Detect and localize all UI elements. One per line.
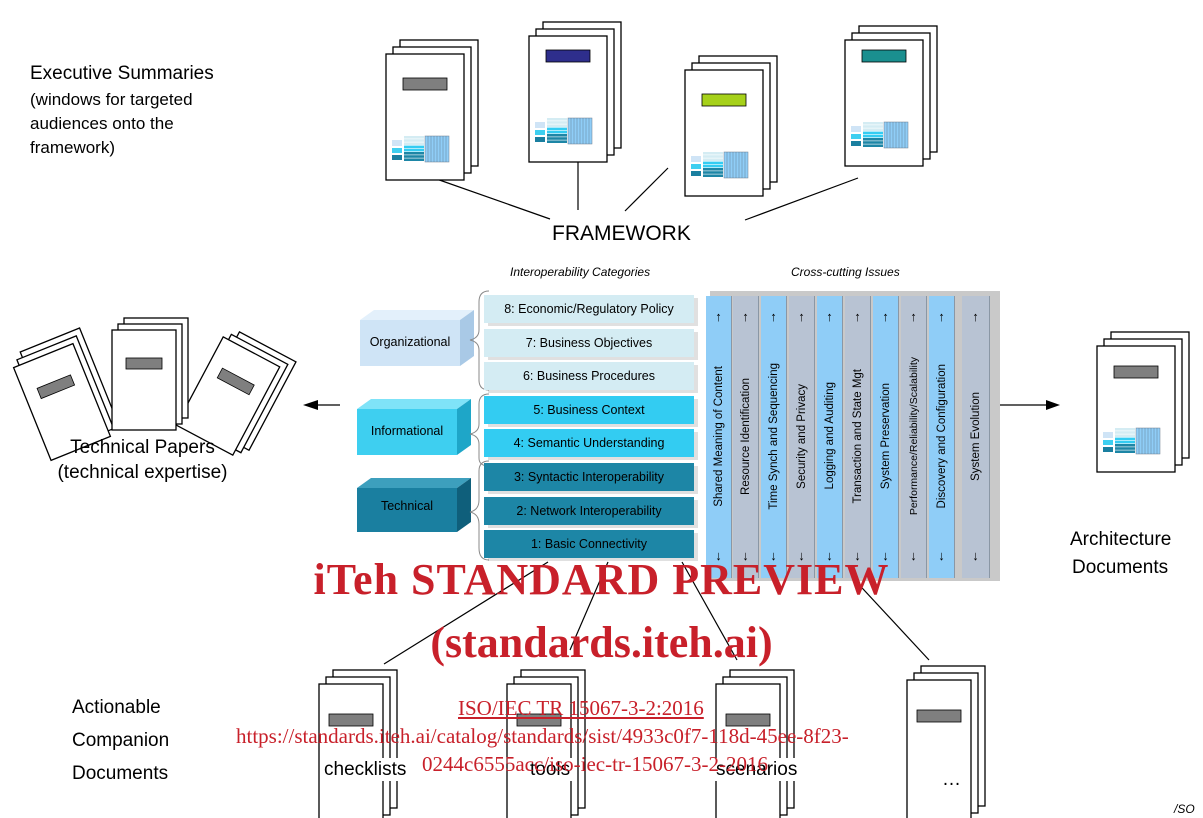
crosscut-col-3: ↑ Time Synch and Sequencing ↓: [761, 296, 787, 578]
watermark-url-1[interactable]: https://standards.iteh.ai/catalog/standa…: [236, 724, 849, 748]
actionable-line2: Companion: [72, 730, 170, 751]
arrow-up-icon: ↑: [910, 309, 917, 324]
arrow-up-icon: ↑: [826, 309, 833, 324]
arrow-down-icon: ↓: [715, 548, 722, 563]
watermark-iso-link[interactable]: ISO/IEC TR 15067-3-2:2016: [458, 696, 704, 720]
watermark-title: iTeh STANDARD PREVIEW: [313, 555, 890, 604]
arrow-down-icon: ↓: [770, 547, 777, 563]
arrow-up-icon: ↑: [770, 309, 777, 324]
crosscut-col-8: ↑ Performance/Reliability/Scalability ↓: [901, 296, 927, 578]
crosscut-label-7: System Preservation: [879, 382, 892, 490]
arrow-up-icon: ↑: [854, 309, 861, 324]
category-6: 6: Business Procedures: [484, 362, 694, 390]
crosscut-label-8: Performance/Reliability/Scalability: [907, 356, 920, 516]
crosscut-col-6: ↑ Transaction and State Mgt ↓: [845, 296, 871, 578]
category-2-label: 2: Network Interoperability: [516, 504, 662, 518]
cross-cutting-issues-header: Cross-cutting Issues: [791, 265, 900, 279]
companion-doc-more: [906, 665, 986, 818]
category-7: 7: Business Objectives: [484, 329, 694, 357]
category-6-label: 6: Business Procedures: [522, 369, 655, 383]
crosscut-col-5: ↑ Logging and Auditing ↓: [817, 296, 843, 578]
companion-checklists: checklists: [322, 758, 409, 781]
crosscut-col-7: ↑ System Preservation ↓: [873, 296, 899, 578]
companion-doc-tools: [506, 669, 586, 818]
arrow-up-icon: ↑: [938, 309, 945, 324]
arrow-down-icon: ↓: [910, 548, 917, 563]
crosscut-label-2: Resource Identification: [739, 377, 752, 495]
group-informational: Informational: [370, 424, 444, 438]
group-organizational: Organizational: [369, 335, 451, 349]
watermark-url-2[interactable]: 0244c6555acc/iso-iec-tr-15067-3-2-2016: [422, 752, 768, 776]
category-8-label: 8: Economic/Regulatory Policy: [504, 302, 674, 316]
category-8: 8: Economic/Regulatory Policy: [484, 295, 694, 323]
arrow-down-icon: ↓: [938, 548, 945, 563]
exec-summary-doc-3: [684, 55, 778, 197]
executive-summaries-title: Executive Summaries: [30, 63, 214, 84]
technical-paper-center: [111, 317, 189, 431]
companion-doc-scenarios: [715, 669, 795, 818]
category-4-label: 4: Semantic Understanding: [513, 436, 665, 450]
arrow-down-icon: ↓: [798, 547, 805, 563]
crosscut-label-9: Discovery and Configuration: [935, 363, 948, 509]
interoperability-categories-header: Interoperability Categories: [510, 265, 651, 279]
exec-summary-doc-4: [844, 25, 938, 167]
group-technical: Technical: [380, 499, 434, 513]
executive-summaries-desc-2: audiences onto the: [30, 114, 174, 133]
category-4: 4: Semantic Understanding: [484, 429, 694, 457]
arrow-up-icon: ↑: [882, 309, 889, 324]
executive-summaries-desc-1: (windows for targeted: [30, 90, 193, 109]
category-2: 2: Network Interoperability: [484, 497, 694, 525]
executive-summaries-desc-3: framework): [30, 138, 116, 157]
crosscut-col-10: ↑ System Evolution ↓: [962, 296, 990, 578]
technical-papers-desc: (technical expertise): [57, 462, 228, 483]
crosscut-label-6: Transaction and State Mgt: [851, 368, 864, 504]
companion-tools: tools: [528, 758, 573, 781]
arrow-up-icon: ↑: [972, 309, 979, 324]
watermark-subtitle: (standards.iteh.ai): [430, 618, 773, 667]
crosscut-col-2: ↑ Resource Identification ↓: [733, 296, 759, 578]
crosscut-label-3: Time Synch and Sequencing: [767, 362, 780, 510]
companion-scenarios: scenarios: [714, 758, 800, 781]
actionable-line1: Actionable: [72, 697, 161, 718]
arrow-down-icon: ↓: [854, 547, 861, 563]
arrow-down-icon: ↓: [826, 548, 833, 563]
arrow-down-icon: ↓: [742, 547, 749, 563]
category-1-label: 1: Basic Connectivity: [530, 537, 648, 551]
category-1: 1: Basic Connectivity: [484, 530, 694, 558]
architecture-doc-stack: [1096, 331, 1190, 473]
arrow-up-icon: ↑: [798, 309, 805, 324]
exec-summary-doc-1: [385, 39, 479, 181]
crosscut-label-5: Logging and Auditing: [823, 382, 836, 490]
category-7-label: 7: Business Objectives: [525, 336, 653, 350]
architecture-documents-line2: Documents: [1072, 557, 1169, 578]
arrow-down-icon: ↓: [972, 547, 979, 563]
crosscut-label-10: System Evolution: [969, 391, 982, 481]
crosscut-col-1: ↑ Shared Meaning of Content ↓: [706, 296, 732, 578]
arrow-up-icon: ↑: [742, 309, 749, 324]
exec-summary-doc-2: [528, 21, 622, 163]
category-3: 3: Syntactic Interoperability: [484, 463, 694, 491]
crosscut-label-4: Security and Privacy: [795, 383, 808, 489]
technical-paper-right: [175, 330, 297, 457]
companion-more: …: [942, 769, 961, 790]
crosscut-label-1: Shared Meaning of Content: [712, 365, 725, 507]
architecture-documents-line1: Architecture: [1070, 529, 1172, 550]
category-3-label: 3: Syntactic Interoperability: [513, 470, 665, 484]
technical-papers-title: Technical Papers: [70, 437, 215, 458]
technical-paper-left: [12, 327, 118, 462]
companion-doc-checklists: [318, 669, 398, 818]
arrow-up-icon: ↑: [715, 309, 722, 324]
category-5-label: 5: Business Context: [533, 403, 645, 417]
framework-label: FRAMEWORK: [552, 222, 691, 245]
crosscut-col-9: ↑ Discovery and Configuration ↓: [929, 296, 955, 578]
actionable-line3: Documents: [72, 763, 169, 784]
arrow-down-icon: ↓: [882, 547, 889, 563]
crosscut-col-4: ↑ Security and Privacy ↓: [789, 296, 815, 578]
corner-fragment: /SO: [1174, 802, 1195, 816]
category-5: 5: Business Context: [484, 396, 694, 424]
